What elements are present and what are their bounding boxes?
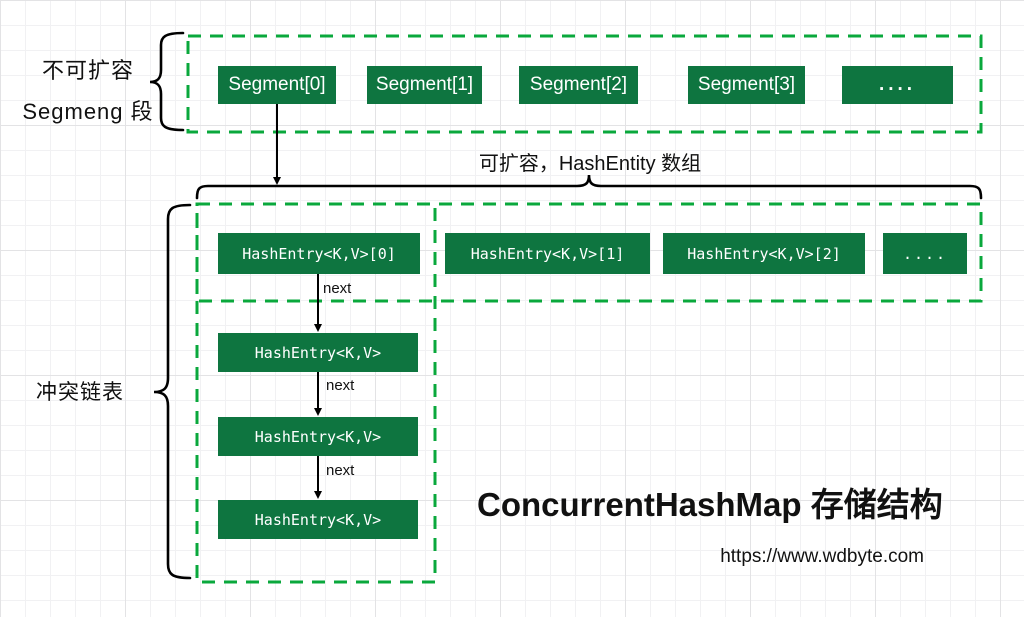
chain-box-3: HashEntry<K,V> [218,500,418,539]
hashentry-array-brace [195,174,983,200]
next-label-1: next [323,280,352,297]
watermark-url: https://www.wdbyte.com [720,546,924,567]
next-label-3: next [326,462,355,479]
segment-box-ellipsis: .... [842,66,953,104]
label-expandable-array: 可扩容，HashEntity 数组 [478,153,702,175]
segment-array-dashed-box [186,34,983,134]
label-non-expandable: 不可扩容 [41,58,134,83]
next-label-2: next [326,377,355,394]
segment-box-0: Segment[0] [218,66,336,104]
chain-box-2: HashEntry<K,V> [218,417,418,456]
segment-box-2: Segment[2] [519,66,638,104]
chain-box-1: HashEntry<K,V> [218,333,418,372]
segment-box-1: Segment[1] [367,66,482,104]
hashentry-box-2: HashEntry<K,V>[2] [663,233,865,274]
segment-box-3: Segment[3] [688,66,805,104]
hashentry-box-ellipsis: .... [883,233,967,274]
label-conflict-chain: 冲突链表 [36,381,124,404]
label-segment-section: Segmeng 段 [22,99,154,124]
conflict-chain-dashed-box [195,202,437,584]
hashentry-box-0: HashEntry<K,V>[0] [218,233,420,274]
hashentry-box-1: HashEntry<K,V>[1] [445,233,650,274]
diagram-title: ConcurrentHashMap 存储结构 [477,486,943,523]
conflict-chain-brace [153,203,192,580]
segment-group-brace [149,31,185,132]
